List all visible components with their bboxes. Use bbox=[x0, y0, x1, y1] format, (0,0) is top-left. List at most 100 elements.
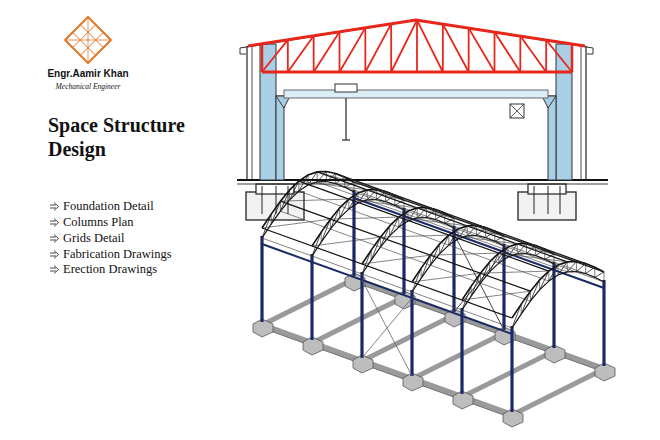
foundation bbox=[518, 192, 576, 220]
truss-web bbox=[430, 244, 439, 265]
truss-end bbox=[261, 44, 264, 72]
bullet-arrow bbox=[50, 266, 59, 274]
truss-vertical bbox=[390, 24, 392, 72]
title: Space Structure Design bbox=[48, 113, 218, 161]
bullet-arrow-line bbox=[50, 205, 56, 206]
brand-name: Engr.Aamir Khan bbox=[47, 68, 128, 79]
grade-beam bbox=[262, 325, 512, 415]
bullet-arrow-line bbox=[50, 208, 56, 209]
bullet-arrow-head bbox=[54, 235, 59, 243]
truss-web bbox=[362, 250, 371, 274]
bullet-arrow-line bbox=[50, 224, 56, 225]
bullet-item: Erection Drawings bbox=[63, 262, 157, 277]
bullet-arrow-line bbox=[50, 253, 56, 254]
grade-beam-edge bbox=[354, 282, 604, 372]
column bbox=[552, 262, 555, 348]
logo-grid bbox=[73, 25, 96, 48]
truss-web bbox=[408, 211, 409, 221]
truss-diagonal bbox=[262, 40, 288, 72]
purlin bbox=[317, 172, 567, 262]
roof-bracing bbox=[412, 273, 480, 282]
column bbox=[260, 236, 263, 322]
roof-bracing bbox=[430, 253, 498, 255]
truss-diagonal bbox=[365, 24, 391, 72]
tie-beam bbox=[362, 315, 454, 361]
logo-grid bbox=[65, 40, 111, 41]
anchor-bolt bbox=[276, 186, 277, 214]
roof-bracing bbox=[336, 174, 404, 200]
truss-diagonal bbox=[288, 36, 314, 72]
bullet-arrow-line bbox=[50, 268, 56, 269]
truss-vertical bbox=[364, 28, 366, 72]
space-frame-3d bbox=[253, 172, 615, 427]
column bbox=[410, 290, 413, 376]
roof-bracing bbox=[436, 210, 504, 236]
bullet-arrow-line bbox=[50, 271, 56, 272]
roof-bracing bbox=[262, 219, 330, 228]
truss-web bbox=[558, 265, 559, 275]
purlin bbox=[354, 182, 604, 272]
bottom-purlin bbox=[336, 184, 586, 274]
truss-web bbox=[604, 272, 605, 282]
truss-diagonal bbox=[314, 32, 340, 72]
truss-web bbox=[317, 172, 318, 182]
truss-web bbox=[312, 232, 321, 256]
purlin bbox=[280, 201, 530, 291]
roof-bracing bbox=[362, 255, 430, 264]
bottom-purlin bbox=[262, 238, 512, 328]
purlin bbox=[336, 174, 586, 264]
bullet-arrow-line bbox=[50, 256, 56, 257]
truss-web bbox=[471, 273, 480, 296]
roof-bracing bbox=[462, 291, 530, 300]
truss-diagonal bbox=[469, 28, 495, 72]
brand-subtitle: Mechanical Engineer bbox=[56, 82, 121, 91]
crane-hook bbox=[342, 139, 350, 140]
truss-web bbox=[326, 172, 327, 182]
gutter bbox=[587, 48, 593, 54]
bullet-arrow bbox=[50, 219, 59, 227]
column-leg bbox=[548, 96, 556, 180]
bullet-arrow-head bbox=[54, 251, 59, 259]
bracing bbox=[454, 234, 504, 330]
truss-web bbox=[308, 175, 309, 185]
logo-diamond bbox=[65, 17, 111, 63]
truss-diagonal bbox=[546, 40, 572, 72]
truss-diagonal bbox=[443, 24, 469, 72]
roof-bracing bbox=[386, 192, 454, 218]
eave-beam bbox=[262, 244, 512, 334]
gutter bbox=[240, 48, 246, 54]
bottom-purlin bbox=[299, 191, 549, 281]
roof-bracing bbox=[330, 217, 398, 219]
truss-web bbox=[549, 265, 558, 281]
wall-line bbox=[246, 46, 247, 180]
purlin bbox=[299, 181, 549, 271]
truss-web bbox=[530, 280, 539, 301]
tie-beam bbox=[512, 369, 604, 415]
truss-diagonal bbox=[417, 20, 443, 72]
truss-web bbox=[330, 208, 339, 229]
truss-vertical bbox=[494, 32, 496, 72]
bullet-arrow-head bbox=[54, 219, 59, 227]
crane-trolley bbox=[335, 84, 357, 92]
wall-line bbox=[581, 46, 582, 180]
truss-web bbox=[521, 291, 530, 314]
bullet-item: Columns Plan bbox=[63, 215, 134, 230]
truss-vertical bbox=[468, 28, 470, 72]
truss-web bbox=[412, 268, 421, 292]
column-leg bbox=[276, 96, 284, 180]
truss-web bbox=[290, 181, 299, 200]
bullet-arrow bbox=[50, 235, 59, 243]
truss-web bbox=[371, 237, 380, 260]
logo bbox=[65, 17, 111, 63]
crane-cab bbox=[510, 104, 524, 118]
truss-web bbox=[448, 235, 449, 245]
roof-bracing bbox=[499, 253, 567, 262]
grade-beam bbox=[354, 279, 604, 369]
tie-beam bbox=[262, 279, 354, 325]
crane-hook-line bbox=[345, 98, 346, 140]
roof-bracing bbox=[349, 199, 417, 208]
truss-web bbox=[298, 181, 299, 191]
anchor-bolt bbox=[548, 186, 549, 214]
roof-bracing bbox=[280, 199, 348, 201]
